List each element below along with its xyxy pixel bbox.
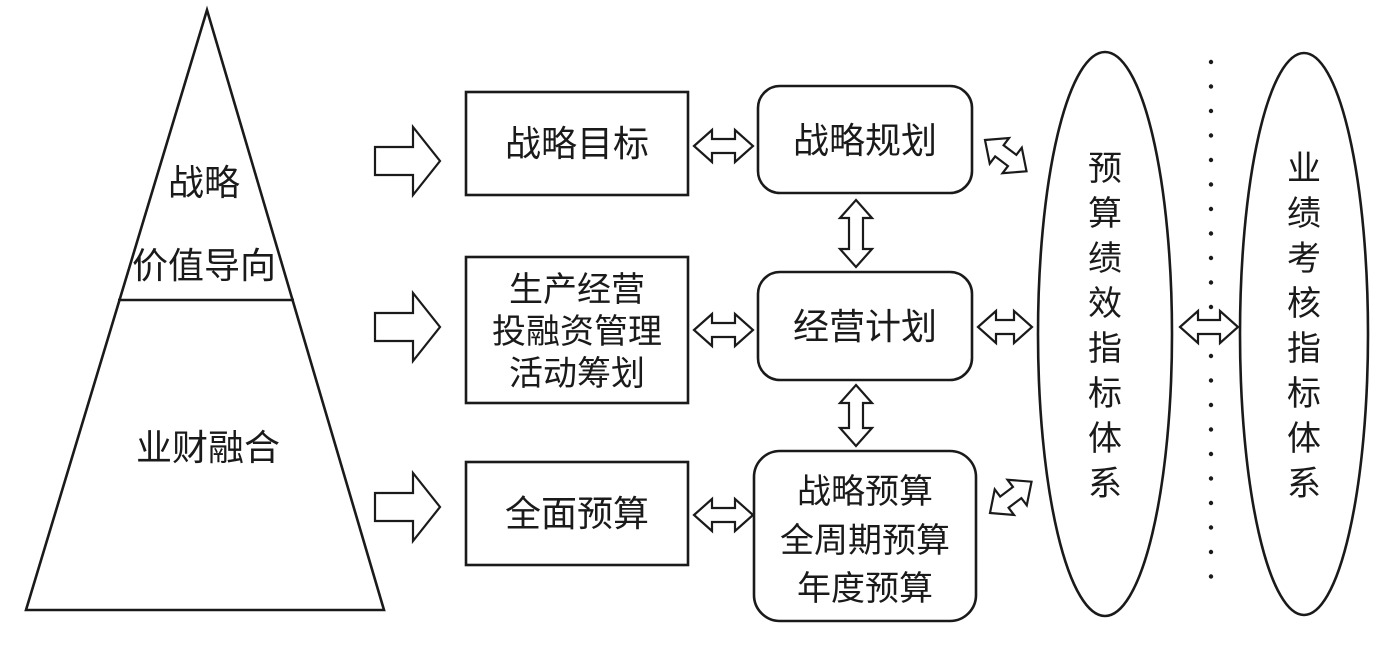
- budget-kpi-ellipse: [1036, 50, 1174, 618]
- separator-dot: [1208, 304, 1214, 310]
- budget-label-2: 全周期预算: [780, 521, 950, 561]
- pyramid-arrows: [373, 123, 442, 545]
- performance-kpi-ellipse-group: 业绩考核指标体系: [1238, 51, 1370, 617]
- performance-kpi-ellipse: [1238, 51, 1370, 617]
- separator-dot: [1208, 378, 1214, 383]
- separator-dot: [1208, 133, 1214, 138]
- pyramid-label-value-orientation: 价值导向: [132, 246, 276, 287]
- operations-box: [464, 255, 690, 405]
- separator-dot: [1208, 574, 1214, 579]
- full-budget-box: [464, 460, 690, 567]
- budget-box: [752, 449, 978, 623]
- full-budget-label: 全面预算: [505, 494, 649, 535]
- right-arrow-icon: [373, 469, 442, 545]
- right-arrow-icon: [373, 289, 442, 365]
- separator-dot: [1208, 549, 1214, 555]
- separator-dot: [1208, 500, 1214, 506]
- double-arrow-icon: [976, 308, 1034, 346]
- right-arrow-icon: [373, 123, 442, 199]
- diagonal-double-arrow-icon: [983, 136, 1028, 175]
- vertical-double-arrow-icon: [837, 383, 875, 448]
- double-arrow-icon: [692, 127, 755, 165]
- separator-dot: [1208, 353, 1214, 359]
- separator-dot: [1208, 525, 1214, 530]
- double-arrow-icon: [692, 311, 755, 349]
- performance-kpi-label: 业绩考核指标体系: [1287, 149, 1321, 504]
- double-arrow-icon: [1178, 308, 1240, 346]
- strategic-planning-box: [756, 84, 974, 195]
- budget-kpi-ellipse-group: 预算绩效指标体系: [1036, 50, 1174, 618]
- pyramid: 战略 价值导向 业财融合: [24, 5, 386, 612]
- rounded-boxes: 战略规划 经营计划 战略预算 全周期预算 年度预算: [752, 84, 978, 623]
- strategic-goal-label: 战略目标: [505, 124, 649, 165]
- pyramid-triangle: [24, 5, 386, 612]
- vertical-double-arrow-icon: [837, 198, 875, 269]
- business-plan-box: [756, 270, 974, 382]
- diagonal-double-arrow-icon: [988, 478, 1033, 517]
- separator-dot: [1208, 206, 1214, 212]
- double-arrow-icon: [692, 496, 755, 534]
- separator-dot: [1208, 157, 1214, 163]
- separator-dot: [1208, 182, 1214, 187]
- separator-dot: [1208, 402, 1214, 408]
- separator-dot: [1208, 231, 1214, 236]
- middle-boxes: 战略目标 生产经营 投融资管理 活动筹划 全面预算: [464, 90, 690, 567]
- ellipse-links: [976, 136, 1034, 517]
- separator-dot: [1208, 476, 1214, 481]
- box-links: [692, 127, 755, 534]
- budget-label-3: 年度预算: [797, 569, 933, 609]
- vertical-links: [837, 198, 875, 448]
- separator-dot: [1208, 451, 1214, 457]
- strategic-planning-label: 战略规划: [793, 121, 937, 162]
- operations-label-2: 投融资管理: [492, 312, 662, 352]
- strategic-goal-box: [464, 90, 690, 197]
- operations-label-3: 活动筹划: [509, 354, 645, 394]
- budget-label-1: 战略预算: [797, 472, 933, 512]
- separator-dot: [1208, 255, 1214, 261]
- pyramid-label-strategy: 战略: [168, 163, 240, 204]
- separator-dot: [1208, 108, 1214, 114]
- separator-dot: [1208, 280, 1214, 285]
- separator-dot: [1208, 59, 1214, 65]
- budget-kpi-label: 预算绩效指标体系: [1088, 149, 1122, 504]
- pyramid-label-business-finance: 业财融合: [136, 428, 280, 469]
- separator-dot: [1208, 84, 1214, 89]
- separator-dot: [1208, 427, 1214, 432]
- operations-label-1: 生产经营: [509, 270, 645, 310]
- business-plan-label: 经营计划: [793, 307, 937, 348]
